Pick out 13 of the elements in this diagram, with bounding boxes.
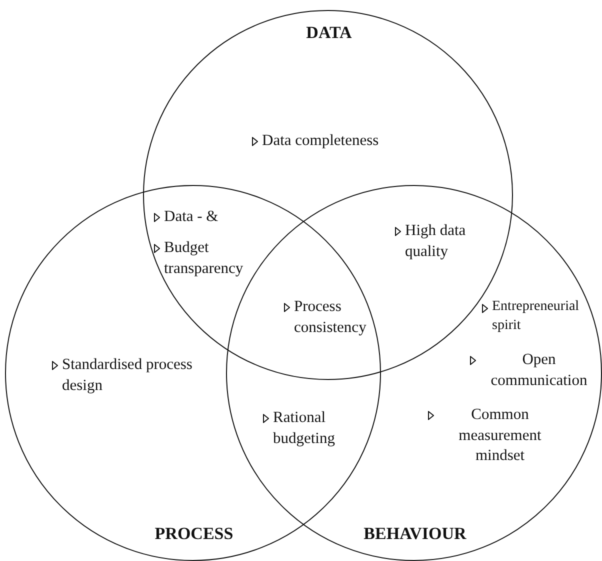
bullet-text: Open communication: [490, 350, 588, 391]
bullet-text: Process consistency: [294, 297, 368, 338]
bullet-text: High data quality: [405, 221, 467, 262]
bullet-text: Data - &: [164, 207, 218, 227]
bullet-text: Common measurement mindset: [458, 405, 542, 466]
circle-heading: DATA: [306, 23, 352, 43]
bullet-text: Budget transparency: [164, 238, 244, 279]
bullet-text: Standardised process design: [62, 355, 194, 396]
circle-heading: BEHAVIOUR: [364, 524, 466, 544]
circle-heading: PROCESS: [154, 524, 234, 544]
bullet-text: Entrepreneurial spirit: [492, 298, 580, 335]
bullet-text: Rational budgeting: [273, 408, 336, 449]
bullet-text: Data completeness: [262, 131, 379, 151]
